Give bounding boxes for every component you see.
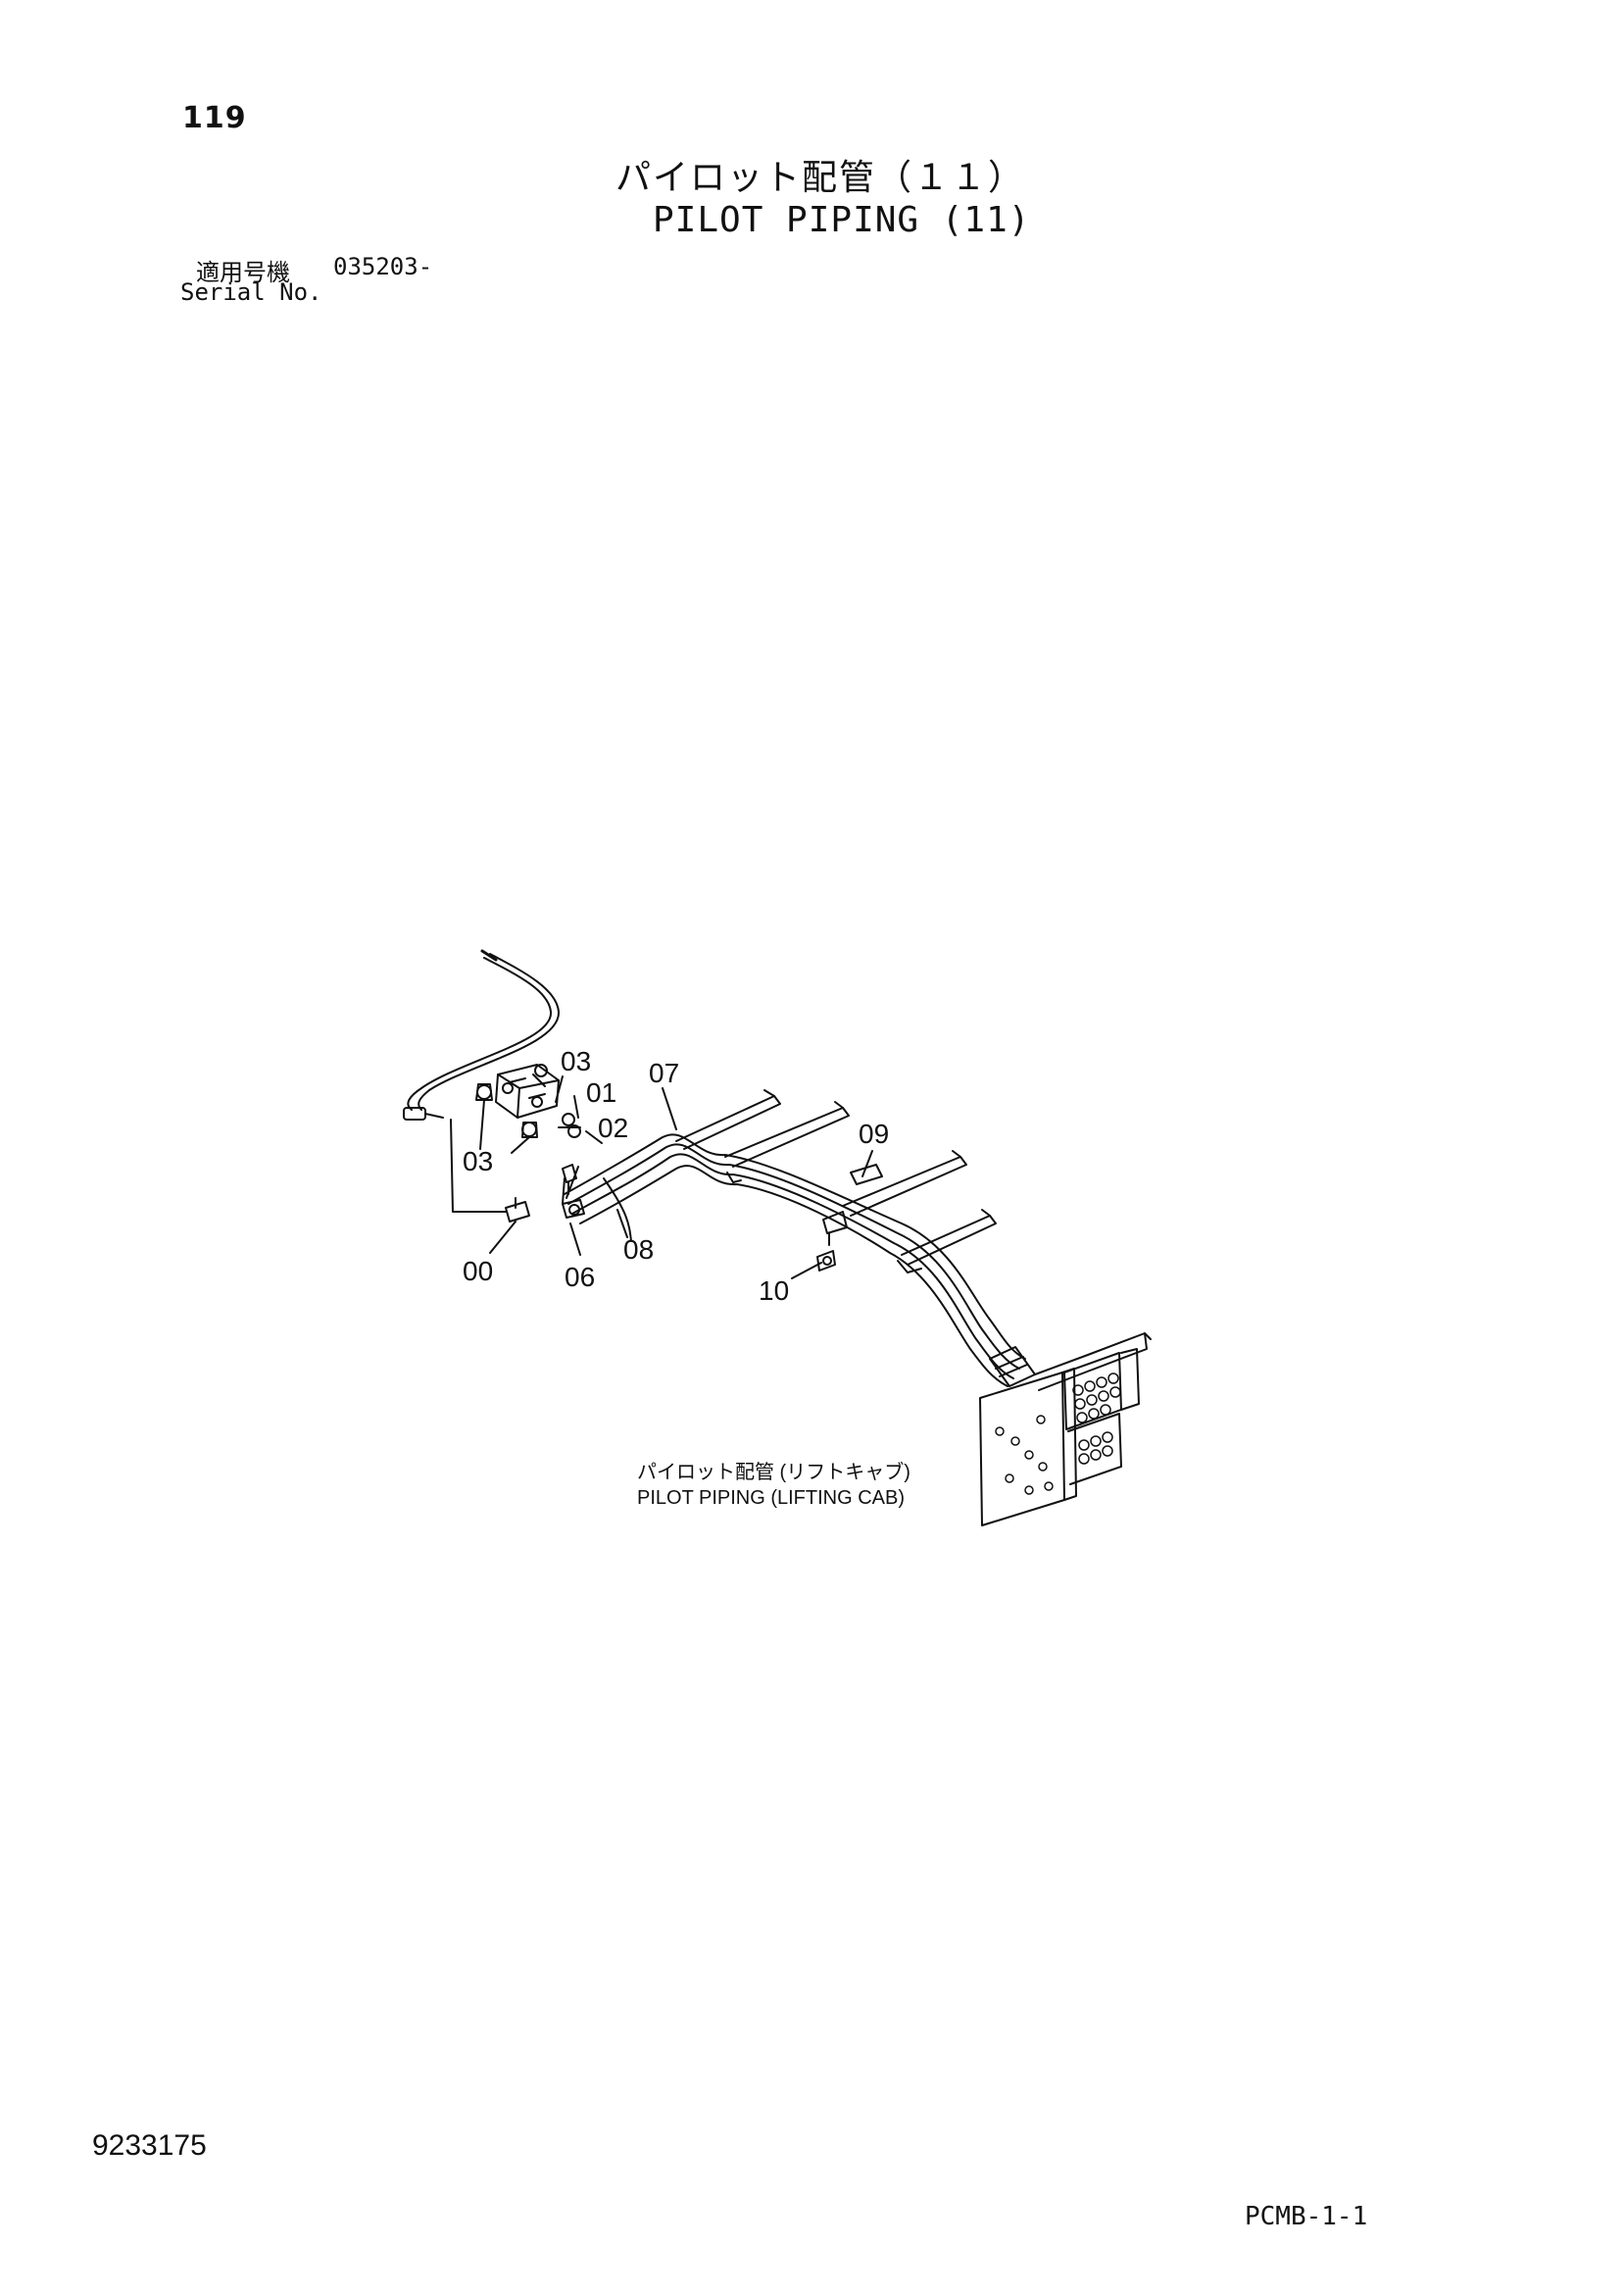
serial-label-english: Serial No. [180, 278, 322, 306]
caption-japanese: パイロット配管 (リフトキャブ) [637, 1460, 910, 1483]
port-grid [995, 1373, 1121, 1495]
page-code: PCMB-1-1 [1245, 2202, 1368, 2231]
rails [675, 1089, 997, 1273]
callout-00: 00 [463, 1256, 493, 1286]
serial-label-japanese: 適用号機 [196, 259, 290, 286]
caption-english: PILOT PIPING (LIFTING CAB) [637, 1487, 905, 1509]
valve-block [495, 1064, 560, 1119]
callout-02: 02 [598, 1113, 628, 1143]
callout-01: 01 [586, 1077, 616, 1108]
pipe-bundle [564, 1133, 1026, 1387]
callout-08: 08 [623, 1234, 654, 1265]
callout-03-upper: 03 [561, 1046, 591, 1076]
leader-lines [450, 1075, 873, 1279]
callout-10: 10 [759, 1275, 789, 1306]
upper-flexible-hose [403, 949, 561, 1121]
page-title-japanese: パイロット配管（１１） [615, 158, 1026, 198]
callout-06: 06 [565, 1262, 595, 1292]
callout-03-lower: 03 [463, 1146, 493, 1176]
serial-number-value: 035203- [333, 253, 433, 280]
page-number: 119 [182, 101, 247, 135]
page-title-english: PILOT PIPING (11) [653, 200, 1031, 240]
document-number: 9233175 [92, 2129, 207, 2162]
lift-cab-bracket [979, 1332, 1152, 1526]
bracket-and-bolt [816, 1164, 883, 1272]
callout-09: 09 [859, 1119, 889, 1149]
callout-07: 07 [649, 1058, 679, 1088]
